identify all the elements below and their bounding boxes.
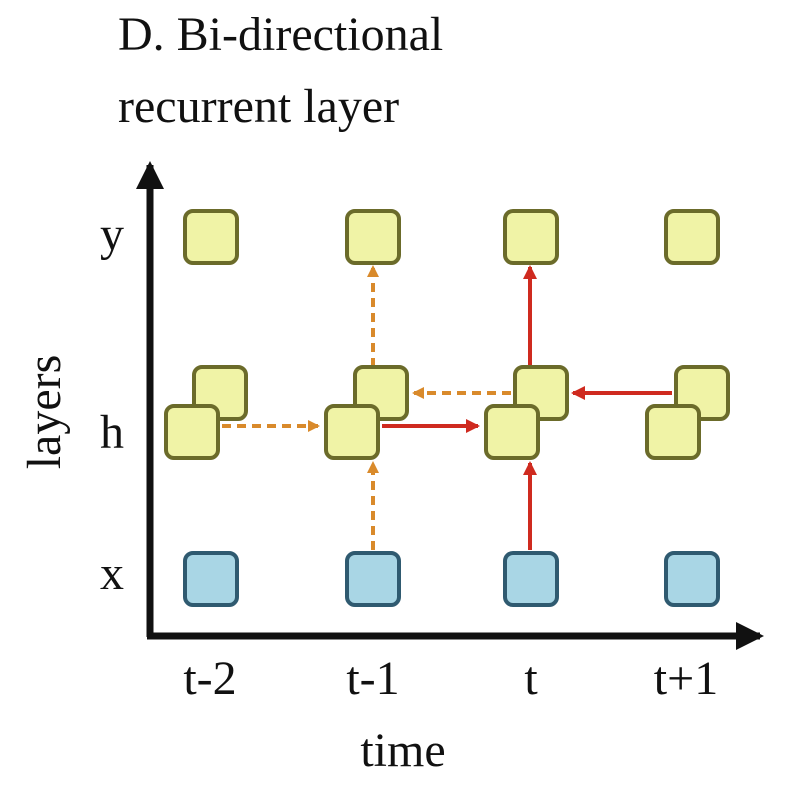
output-node-t-plus-1 — [664, 209, 720, 265]
input-node-t-minus-1 — [345, 551, 401, 607]
input-node-t-plus-1 — [664, 551, 720, 607]
output-node-t-minus-2 — [183, 209, 239, 265]
title-line-2: recurrent layer — [118, 80, 399, 133]
y-axis-label: layers — [18, 355, 71, 470]
output-node-t — [503, 209, 559, 265]
row-label-h: h — [100, 406, 124, 459]
output-node-t-minus-1 — [345, 209, 401, 265]
forward-hidden-node-t — [484, 404, 540, 460]
row-label-x: x — [100, 547, 124, 600]
row-label-y: y — [100, 208, 124, 261]
forward-hidden-node-t-minus-2 — [164, 404, 220, 460]
column-label-t-minus-2: t-2 — [183, 652, 236, 705]
title-line-1: D. Bi-directional — [118, 8, 443, 61]
column-label-t: t — [524, 652, 538, 705]
column-label-t-minus-1: t-1 — [346, 652, 399, 705]
forward-hidden-node-t-minus-1 — [324, 404, 380, 460]
input-node-t — [503, 551, 559, 607]
forward-hidden-node-t-plus-1 — [645, 404, 701, 460]
x-axis-label: time — [360, 724, 445, 777]
column-label-t-plus-1: t+1 — [654, 652, 718, 705]
input-node-t-minus-2 — [183, 551, 239, 607]
